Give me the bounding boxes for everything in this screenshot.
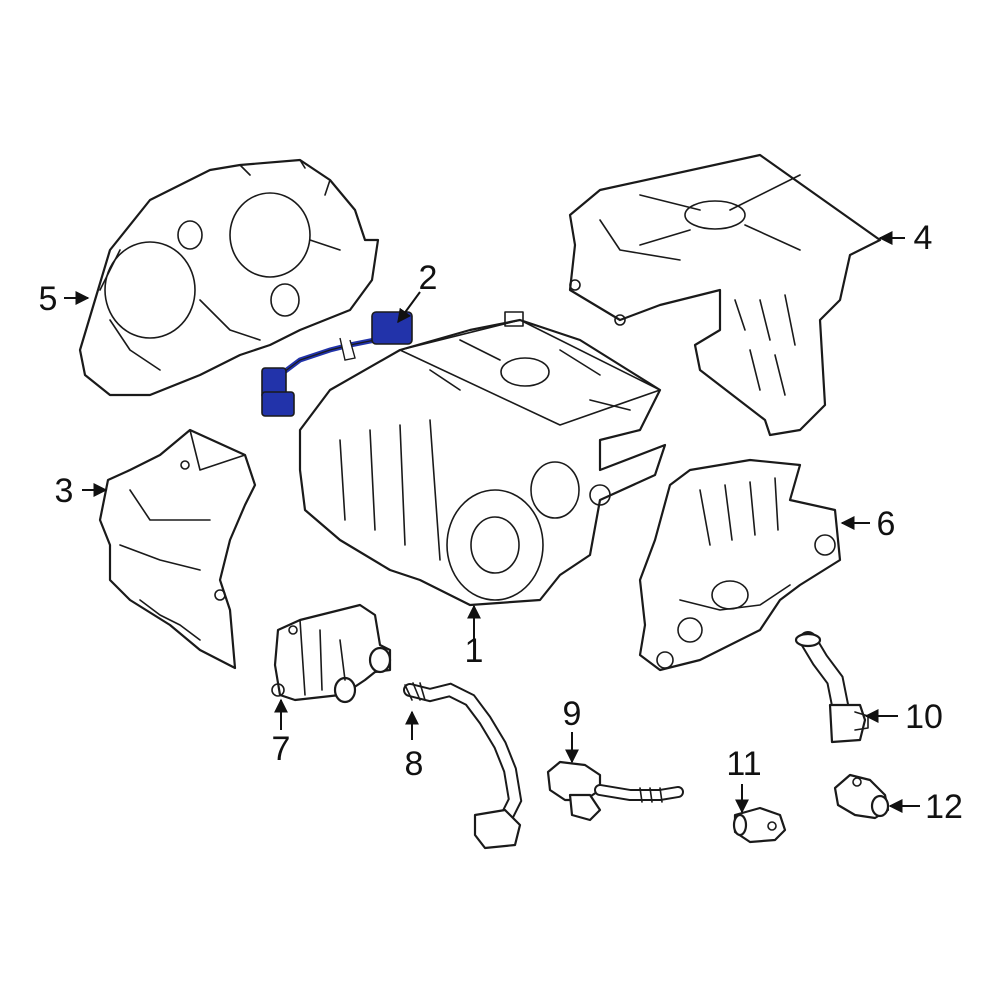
- callout-9: 9: [563, 695, 582, 733]
- callout-7: 7: [272, 730, 291, 768]
- part-9-sensor-hose[interactable]: [546, 760, 684, 822]
- callout-labels: 1 2 3 4 5 6 7 8 9 10 11 12: [39, 219, 963, 826]
- callout-3: 3: [55, 472, 74, 510]
- part-12-sensor[interactable]: [833, 773, 890, 820]
- leader-2: [397, 291, 421, 324]
- part-2-wiring-harness[interactable]: [261, 311, 413, 417]
- callout-11: 11: [726, 745, 761, 783]
- callout-12: 12: [925, 788, 963, 826]
- part-1-drive-unit[interactable]: [298, 311, 667, 607]
- callout-6: 6: [877, 505, 896, 543]
- callout-10: 10: [905, 698, 943, 736]
- part-4-upper-bracket[interactable]: [568, 153, 882, 437]
- callout-8: 8: [405, 745, 424, 783]
- leader-lines: [64, 231, 920, 814]
- part-3-lower-shield[interactable]: [98, 428, 257, 670]
- part-6-heat-shield[interactable]: [638, 458, 842, 672]
- callout-4: 4: [914, 219, 933, 257]
- part-8-coolant-hose[interactable]: [403, 682, 523, 850]
- part-11-small-sensor[interactable]: [732, 806, 787, 844]
- callout-5: 5: [39, 280, 58, 318]
- part-7-cooler-module[interactable]: [271, 603, 392, 704]
- callout-2: 2: [419, 259, 438, 297]
- callout-1: 1: [465, 632, 484, 670]
- part-10-hose-fitting[interactable]: [794, 631, 869, 744]
- part-5-housing-cover[interactable]: [78, 158, 380, 397]
